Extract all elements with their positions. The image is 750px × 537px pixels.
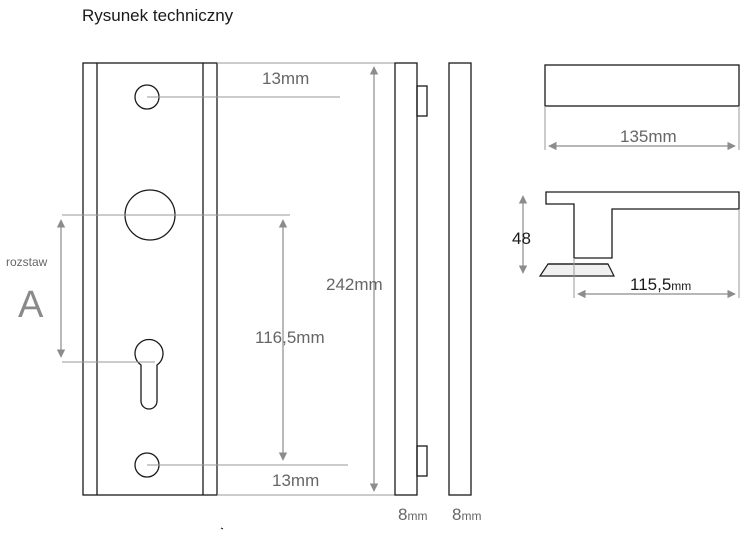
side-view-bottom-tab <box>416 445 428 477</box>
thickness-1-value: 8 <box>398 505 407 524</box>
handle-top-view: 135mm <box>544 64 740 151</box>
handle-height-label: 48 <box>512 229 531 248</box>
keyhole <box>134 338 164 410</box>
handle-side-view: 48 115,5mm <box>512 191 740 299</box>
rozstaw-letter: A <box>18 284 44 326</box>
handle-projection-label: 115,5mm <box>630 275 691 294</box>
rozstaw-label: rozstaw <box>6 255 48 269</box>
height-label: 242mm <box>326 275 383 294</box>
stray-mark <box>220 527 224 530</box>
side-view-plate-2 <box>448 62 472 496</box>
reference-lines <box>62 62 395 496</box>
handle-projection-value: 115,5 <box>630 275 671 294</box>
side-view-plate-1 <box>394 62 418 496</box>
handle-rose-base <box>538 263 615 277</box>
spacing-label: 116,5mm <box>255 328 325 347</box>
handle-lever-outline <box>545 191 740 259</box>
thickness-1-unit: mm <box>407 509 427 523</box>
plate-outline <box>82 62 218 496</box>
handle-top-rect <box>544 64 740 107</box>
dimension-lines <box>56 66 379 492</box>
thickness-2-unit: mm <box>461 509 481 523</box>
thickness-1-label: 8mm <box>398 505 427 524</box>
bottom-hole-gap-label: 13mm <box>272 471 319 490</box>
plate-side-views <box>394 62 472 496</box>
side-view-top-tab <box>416 85 428 117</box>
top-hole-gap-label: 13mm <box>262 69 309 88</box>
thickness-2-label: 8mm <box>452 505 481 524</box>
drawing-title: Rysunek techniczny <box>82 6 234 25</box>
thickness-2-value: 8 <box>452 505 461 524</box>
handle-projection-unit: mm <box>671 279 691 293</box>
plate-front-view <box>82 62 218 496</box>
handle-length-label: 135mm <box>620 127 677 146</box>
